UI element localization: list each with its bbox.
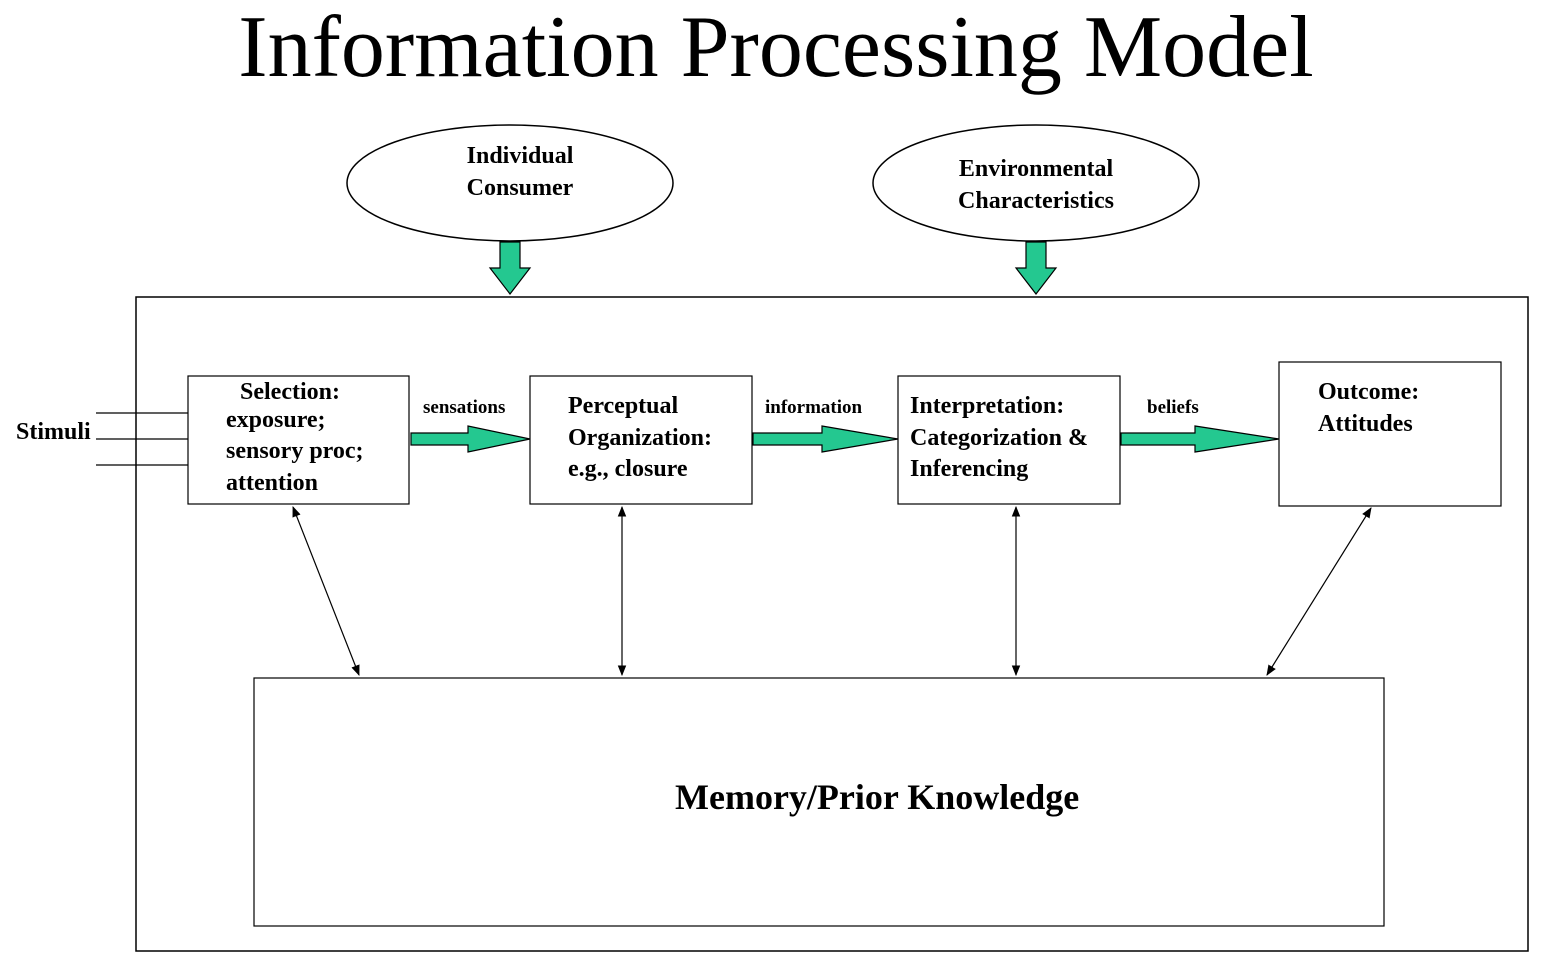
memory-box bbox=[253, 677, 1385, 927]
stage-line: Organization: bbox=[568, 424, 712, 451]
influence-ellipse-individual-consumer bbox=[346, 124, 674, 242]
stage-line: Selection: bbox=[240, 379, 340, 405]
stage-line: sensory proc; bbox=[226, 438, 364, 464]
memory-label: Memory/Prior Knowledge bbox=[675, 777, 1080, 817]
flow-label-beliefs: beliefs bbox=[1147, 397, 1199, 418]
stage-line: e.g., closure bbox=[568, 456, 688, 482]
flow-arrow-information bbox=[752, 425, 899, 453]
stage-line: Attitudes bbox=[1318, 410, 1413, 437]
diagram-title: Information Processing Model bbox=[238, 0, 1314, 96]
stage-text-selection: Selection: exposure; sensory proc; atten… bbox=[226, 377, 406, 499]
memory-link-selection bbox=[292, 505, 360, 677]
stage-line: Categorization & bbox=[910, 424, 1088, 451]
influence-label-individual-consumer: Individual Consumer bbox=[380, 140, 660, 204]
influence-line: Consumer bbox=[466, 175, 574, 201]
influence-line: Characteristics bbox=[958, 188, 1114, 214]
influence-label-environmental-characteristics: Environmental Characteristics bbox=[896, 153, 1176, 217]
influence-ellipse-environmental-characteristics bbox=[872, 124, 1200, 242]
stage-box-outcome bbox=[1278, 361, 1502, 507]
influence-arrow-individual-consumer bbox=[488, 241, 532, 295]
stage-box-interpretation bbox=[897, 375, 1121, 505]
stage-box-perceptual-organization bbox=[529, 375, 753, 505]
stage-text-perceptual-organization: Perceptual Organization: e.g., closure bbox=[568, 391, 748, 486]
stage-text-interpretation: Interpretation: Categorization & Inferen… bbox=[910, 391, 1118, 486]
stage-line: Inferencing bbox=[910, 456, 1029, 482]
stage-line: Outcome: bbox=[1318, 379, 1420, 405]
stage-line: Interpretation: bbox=[910, 393, 1065, 419]
flow-arrow-sensations bbox=[410, 425, 531, 453]
stage-box-selection bbox=[187, 375, 410, 505]
flow-label-information: information bbox=[765, 397, 863, 418]
memory-link-outcome bbox=[1266, 507, 1372, 676]
stage-line: attention bbox=[226, 469, 318, 496]
stage-line: Perceptual bbox=[568, 393, 679, 419]
stage-line: exposure; bbox=[226, 406, 326, 433]
outer-frame bbox=[135, 296, 1529, 952]
influence-line: Individual bbox=[466, 143, 574, 169]
stage-text-outcome: Outcome: Attitudes bbox=[1318, 377, 1488, 440]
flow-label-sensations: sensations bbox=[423, 397, 506, 418]
influence-arrow-environmental-characteristics bbox=[1014, 241, 1058, 295]
flow-arrow-beliefs bbox=[1120, 425, 1280, 453]
stimuli-label: Stimuli bbox=[16, 419, 91, 445]
influence-line: Environmental bbox=[958, 156, 1114, 182]
